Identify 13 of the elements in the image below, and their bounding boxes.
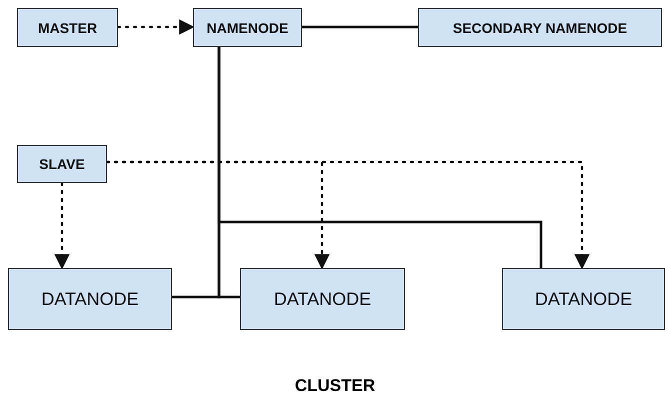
node-box: MASTER — [17, 8, 118, 47]
node-box: NAMENODE — [193, 8, 302, 47]
datanode-box: DATANODE — [8, 268, 172, 330]
node-box: SECONDARY NAMENODE — [418, 8, 662, 47]
datanode-box: DATANODE — [502, 268, 665, 330]
dotted-arrow — [106, 160, 590, 270]
datanode-box: DATANODE — [240, 268, 405, 330]
dotted-arrow — [54, 182, 70, 270]
diagram-caption: CLUSTER — [294, 376, 376, 396]
dotted-arrow — [116, 19, 195, 35]
connector-line — [302, 26, 418, 28]
connector-line — [218, 47, 542, 268]
node-box: SLAVE — [17, 145, 107, 183]
